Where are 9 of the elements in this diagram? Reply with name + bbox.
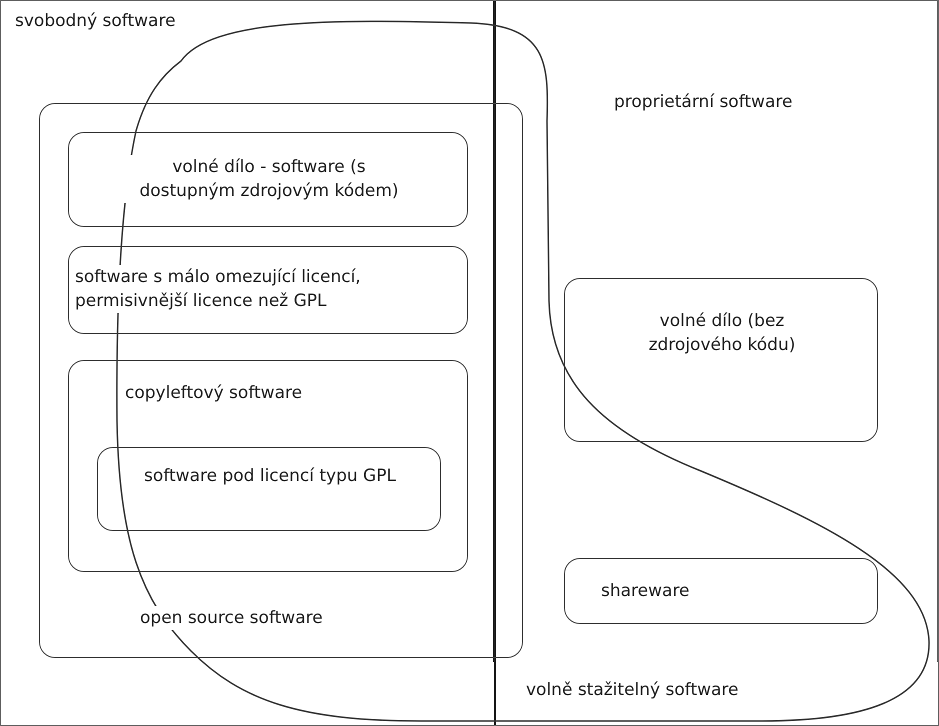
- region-label: open source software: [140, 606, 323, 630]
- category-box: [564, 278, 878, 442]
- proprietary-software-region: [493, 1, 938, 662]
- category-box: [68, 246, 468, 334]
- category-box: [68, 132, 468, 227]
- category-box: [564, 558, 878, 624]
- category-box: [97, 447, 441, 531]
- open-source-box: [39, 103, 523, 658]
- copyleft-box: [68, 360, 468, 572]
